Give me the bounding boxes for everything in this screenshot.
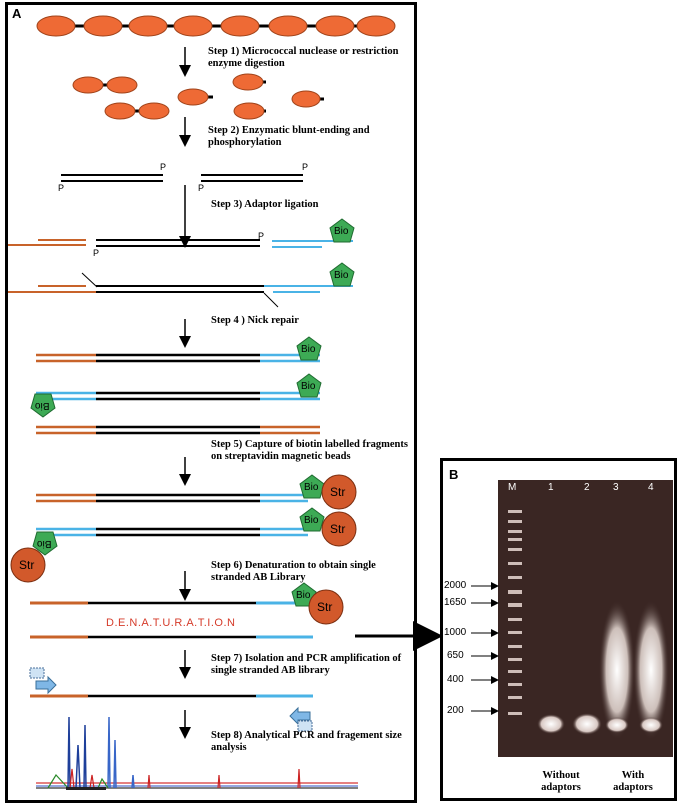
panel-a: A bbox=[5, 2, 417, 803]
adaptor-ligation-2 bbox=[8, 272, 353, 308]
size-marker-arrows bbox=[471, 582, 499, 715]
panel-a-diagram bbox=[8, 15, 396, 790]
group-label-without: Without adaptors bbox=[541, 770, 581, 793]
blunt-dna bbox=[61, 174, 303, 182]
size-650: 650 bbox=[447, 650, 464, 661]
bio-label-1: Bio bbox=[334, 226, 349, 237]
step-2: Step 2) Enzymatic blunt-ending and phosp… bbox=[208, 125, 370, 148]
chromatin-fiber bbox=[36, 15, 396, 37]
step-1: Step 1) Micrococcal nuclease or restrict… bbox=[208, 46, 399, 69]
bio-label-2: Bio bbox=[334, 270, 349, 281]
step-7: Step 7) Isolation and PCR amplification … bbox=[211, 653, 402, 676]
step-6: Step 6) Denaturation to obtain single st… bbox=[211, 560, 376, 583]
bio-label-6: Bio bbox=[304, 482, 319, 493]
step-8: Step 8) Analytical PCR and fragement siz… bbox=[211, 730, 402, 753]
gel-image: M 1 2 3 4 bbox=[498, 480, 673, 757]
panel-a-label: A bbox=[12, 6, 22, 21]
size-1650: 1650 bbox=[444, 597, 467, 608]
bio-label-9: Bio bbox=[296, 590, 311, 601]
gel-bands bbox=[508, 510, 669, 740]
size-200: 200 bbox=[447, 705, 464, 716]
panel-b: B bbox=[440, 458, 677, 801]
lane-label-3: 3 bbox=[613, 482, 619, 493]
pcr-amplification bbox=[29, 667, 313, 732]
size-1000: 1000 bbox=[444, 627, 467, 638]
step-5: Step 5) Capture of biotin labelled fragm… bbox=[211, 439, 408, 462]
bio-label-8: Bio bbox=[37, 538, 52, 549]
panel-b-label: B bbox=[449, 467, 459, 482]
lane-label-4: 4 bbox=[648, 482, 654, 493]
phosphate-label-3: P bbox=[302, 162, 309, 172]
single-strand-library bbox=[30, 601, 313, 639]
bio-label-4: Bio bbox=[301, 381, 316, 392]
size-400: 400 bbox=[447, 674, 464, 685]
bio-label-5: Bio bbox=[35, 400, 50, 411]
denaturation-text: D.E.N.A.T.U.R.A.T.I.O.N bbox=[106, 617, 236, 629]
bio-label-7: Bio bbox=[304, 515, 319, 526]
bio-label-3: Bio bbox=[301, 344, 316, 355]
str-label-4: Str bbox=[317, 600, 333, 614]
electropherogram bbox=[36, 716, 358, 790]
lane-label-m: M bbox=[508, 482, 517, 493]
group-label-with: With adaptors bbox=[613, 770, 653, 793]
str-label-1: Str bbox=[330, 485, 346, 499]
str-label-2: Str bbox=[330, 522, 346, 536]
phosphate-label-1: P bbox=[160, 162, 167, 172]
step-4: Step 4 ) Nick repair bbox=[211, 315, 299, 326]
phosphate-label-4: P bbox=[198, 183, 205, 193]
phosphate-label-2: P bbox=[58, 183, 65, 193]
captured-fragments bbox=[36, 493, 308, 537]
size-2000: 2000 bbox=[444, 580, 467, 591]
lane-label-2: 2 bbox=[584, 482, 590, 493]
phosphate-label-6: P bbox=[93, 248, 100, 258]
adaptor-ligation-1 bbox=[8, 239, 353, 248]
repaired-fragments bbox=[36, 353, 320, 435]
phosphate-label-5: P bbox=[258, 231, 265, 241]
lane-label-1: 1 bbox=[548, 482, 554, 493]
str-label-3: Str bbox=[19, 558, 35, 572]
step-3: Step 3) Adaptor ligation bbox=[211, 199, 319, 210]
digested-nucleosomes bbox=[72, 73, 324, 120]
